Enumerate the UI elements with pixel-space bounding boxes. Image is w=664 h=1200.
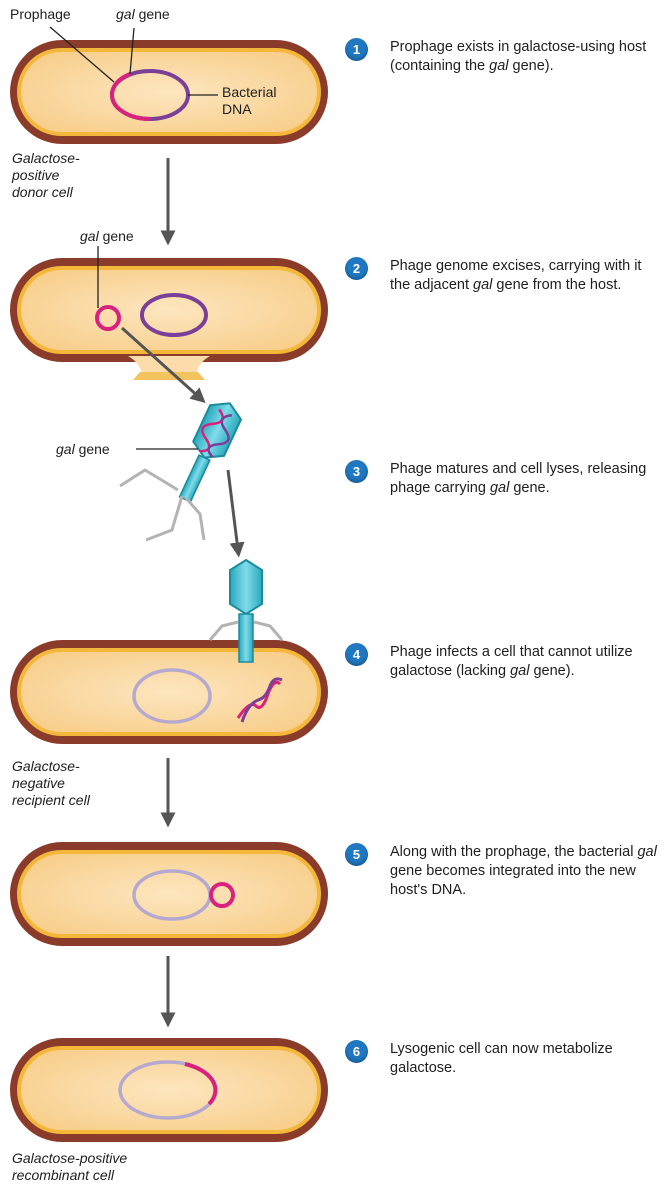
step-text-part: Phage matures and cell lyses, releasing … bbox=[390, 461, 647, 496]
released-phage bbox=[178, 402, 243, 503]
infecting-phage bbox=[208, 558, 284, 663]
gal-gene-label-3: gal gene bbox=[56, 441, 110, 458]
step-text-part: gene). bbox=[508, 58, 554, 74]
step-2-badge: 2 bbox=[345, 257, 368, 280]
dna-word: DNA bbox=[222, 101, 252, 117]
donor-cell-label: Galactose- positive donor cell bbox=[12, 150, 80, 201]
recipient-cell bbox=[10, 640, 328, 744]
step-6-badge: 6 bbox=[345, 1040, 368, 1063]
step-gal-word: gal bbox=[510, 663, 530, 679]
recombinant-cell-label: Galactose-positive recombinant cell bbox=[12, 1150, 127, 1184]
step-5-badge: 5 bbox=[345, 843, 368, 866]
injected-phage-dna bbox=[236, 677, 283, 723]
step-1-badge: 1 bbox=[345, 38, 368, 61]
prophage-pointer bbox=[49, 26, 115, 83]
donor-line-1: Galactose- bbox=[12, 150, 80, 166]
excised-gal-gene bbox=[95, 305, 121, 331]
step-text-part: gene. bbox=[509, 480, 550, 496]
recipient-cell-label: Galactose- negative recipient cell bbox=[12, 758, 90, 809]
gal-word: gal bbox=[80, 228, 99, 244]
recombinant-line-2: recombinant cell bbox=[12, 1167, 114, 1183]
tail-fiber bbox=[184, 497, 206, 541]
step-4-text: Phage infects a cell that cannot utilize… bbox=[390, 643, 664, 681]
prophage-label: Prophage bbox=[10, 6, 71, 22]
gal-gene-label: gal gene bbox=[116, 6, 170, 23]
arrow-3-4 bbox=[226, 469, 245, 558]
step-gal-word: gal bbox=[637, 844, 657, 860]
recombinant-cell bbox=[10, 1038, 328, 1142]
step-text-part: Prophage exists in galactose-using host … bbox=[390, 39, 647, 74]
step-2-text: Phage genome excises, carrying with it t… bbox=[390, 257, 664, 295]
tail-fiber bbox=[119, 468, 179, 492]
bacterial-dna-ring bbox=[140, 293, 208, 337]
step-gal-word: gal bbox=[489, 480, 510, 496]
step-4-badge: 4 bbox=[345, 643, 368, 666]
recipient-line-1: Galactose- bbox=[12, 758, 80, 774]
step-6-text: Lysogenic cell can now metabolize galact… bbox=[390, 1040, 664, 1078]
integrated-gal-segment bbox=[184, 1062, 218, 1106]
integration-cell bbox=[10, 842, 328, 946]
donor-line-2: positive bbox=[12, 167, 60, 183]
gal-gene-label-2: gal gene bbox=[80, 228, 134, 245]
gene-word: gene bbox=[98, 228, 134, 244]
step-text-part: Lysogenic cell can now metabolize galact… bbox=[390, 1041, 613, 1076]
recipient-line-3: recipient cell bbox=[12, 792, 90, 808]
step-3-badge: 3 bbox=[345, 460, 368, 483]
step-text-part: Phage genome excises, carrying with it t… bbox=[390, 258, 642, 293]
prophage-segment bbox=[110, 72, 151, 121]
gene-word: gene bbox=[74, 441, 110, 457]
arrow-2-3 bbox=[120, 326, 206, 404]
step-text-part: gene from the host. bbox=[492, 277, 622, 293]
gal-gene-ring bbox=[209, 882, 235, 908]
step-text-part: Along with the prophage, the bacterial bbox=[390, 844, 638, 860]
gal-gene-pointer bbox=[129, 27, 135, 75]
donor-line-3: donor cell bbox=[12, 184, 73, 200]
recipient-dna-ring bbox=[132, 668, 212, 724]
step-text-part: gene). bbox=[529, 663, 575, 679]
bacterial-word: Bacterial bbox=[222, 84, 277, 100]
step-5-text: Along with the prophage, the bacterial g… bbox=[390, 843, 664, 900]
step-text-part: gene becomes integrated into the new hos… bbox=[390, 863, 636, 898]
excision-cell bbox=[10, 258, 328, 380]
step-text-part: Phage infects a cell that cannot utilize… bbox=[390, 644, 633, 679]
step-gal-word: gal bbox=[473, 277, 493, 293]
step-1-text: Prophage exists in galactose-using host … bbox=[390, 38, 664, 76]
gal-word: gal bbox=[116, 6, 135, 22]
gal-word: gal bbox=[56, 441, 75, 457]
tail-fiber bbox=[145, 495, 184, 542]
recombinant-line-1: Galactose-positive bbox=[12, 1150, 128, 1166]
step-gal-word: gal bbox=[489, 58, 509, 74]
step-3-text: Phage matures and cell lyses, releasing … bbox=[390, 460, 664, 498]
gene-word: gene bbox=[134, 6, 170, 22]
donor-cell bbox=[10, 40, 328, 144]
recipient-line-2: negative bbox=[12, 775, 65, 791]
